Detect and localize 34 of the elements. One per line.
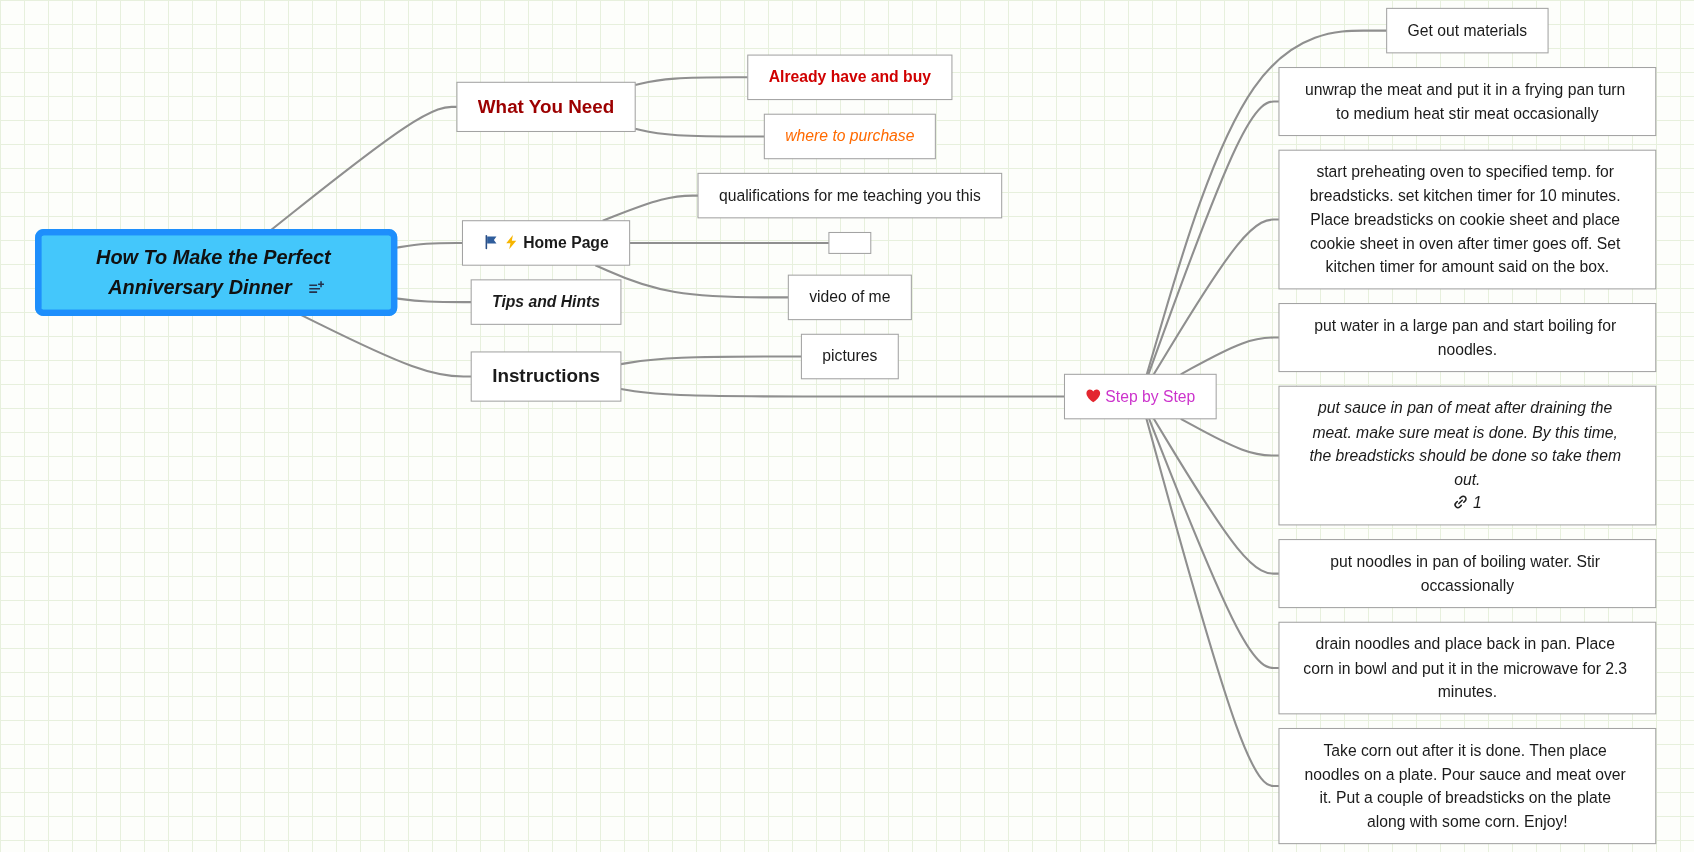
node-box: put sauce in pan of meat after draining the meat. make sure meat is done. By this time, the breadsticks should be done so take them out. 1	[1278, 385, 1657, 526]
connector	[620, 355, 802, 366]
connector	[1180, 417, 1279, 457]
connector	[1147, 100, 1279, 375]
node-box: qualifications for me teaching you this	[697, 172, 1003, 219]
connector	[1152, 218, 1279, 375]
connector	[594, 264, 789, 299]
node-box: What You Need	[456, 81, 636, 132]
connector	[1180, 336, 1279, 376]
node-box: Tips and Hints	[470, 279, 622, 325]
node-box: Already have and buy	[747, 54, 953, 101]
node-box: Take corn out after it is done. Then place noodles on a plate. Pour sauce and meat over it. Put a couple of breadsticks on the plate along with some corn. Enjoy!	[1278, 727, 1657, 845]
connector	[634, 76, 748, 87]
node-box: Step by Step	[1063, 373, 1217, 420]
node-box	[828, 231, 872, 254]
node-box: drain noodles and place back in pan. Place corn in bowl and put it in the microwave for 2.3 minutes.	[1278, 621, 1657, 715]
node-box: Home Page	[461, 220, 631, 266]
connector	[1145, 29, 1387, 375]
node-box: Get out materials	[1386, 7, 1549, 54]
node-box: pictures	[800, 333, 899, 380]
node-box: put noodles in pan of boiling water. Stir occassionally	[1278, 539, 1657, 609]
node-box: where to purchase	[763, 113, 936, 160]
connector	[602, 194, 698, 222]
node-box: put water in a large pan and start boiling for noodles.	[1278, 303, 1657, 373]
connector	[1145, 418, 1279, 788]
node-box: Instructions	[470, 351, 622, 402]
node-box: unwrap the meat and put it in a frying pan turn to medium heat stir meat occasionally	[1278, 67, 1657, 137]
connector	[620, 387, 1065, 398]
connector	[1152, 418, 1279, 575]
connector	[634, 127, 765, 138]
node-box: video of me	[787, 274, 912, 321]
node-box: start preheating oven to specified temp. for breadsticks. set kitchen timer for 10 minutes. Place breadsticks on cookie sheet and place cookie sheet in oven after timer goes off. Set kitchen timer for amount said on the box.	[1278, 149, 1657, 290]
connector	[629, 241, 829, 244]
connector	[1148, 418, 1279, 670]
